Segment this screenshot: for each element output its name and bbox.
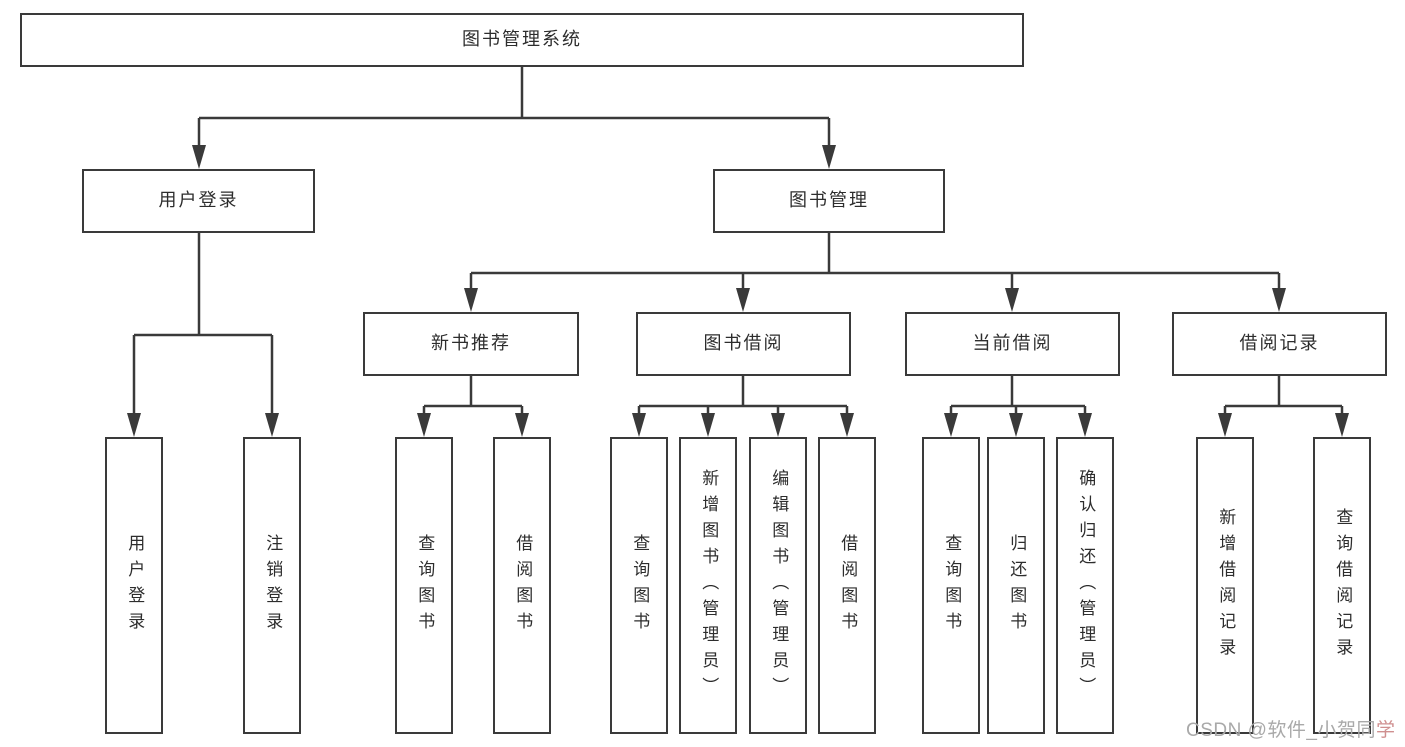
leaf-label: 新增借阅记录 — [1216, 507, 1236, 664]
leaf-label: 查询图书 — [942, 533, 962, 638]
leaf-label: 确认归还（管理员） — [1076, 468, 1096, 703]
watermark-text: CSDN @软件_小贺同 — [1186, 720, 1376, 741]
watermark: CSDN @软件_小贺同学 — [1186, 715, 1396, 742]
node-book-management: 图书管理 — [713, 169, 945, 233]
leaf-query-books-borrowing: 查询图书 — [610, 437, 668, 734]
leaf-add-books-admin: 新增图书（管理员） — [679, 437, 737, 734]
leaf-label: 用户登录 — [125, 533, 145, 638]
leaf-label: 归还图书 — [1007, 533, 1027, 638]
node-current-borrowing: 当前借阅 — [905, 312, 1120, 376]
leaf-edit-books-admin: 编辑图书（管理员） — [749, 437, 807, 734]
node-root: 图书管理系统 — [20, 13, 1024, 67]
leaf-label: 查询借阅记录 — [1333, 507, 1353, 664]
node-borrowing-records: 借阅记录 — [1172, 312, 1387, 376]
leaf-query-books-current: 查询图书 — [922, 437, 980, 734]
leaf-label: 查询图书 — [415, 533, 435, 638]
leaf-user-login: 用户登录 — [105, 437, 163, 734]
leaf-borrow-books-borrowing: 借阅图书 — [818, 437, 876, 734]
leaf-label: 编辑图书（管理员） — [769, 468, 789, 703]
leaf-add-borrow-record: 新增借阅记录 — [1196, 437, 1254, 734]
leaf-label: 新增图书（管理员） — [699, 468, 719, 703]
leaf-label: 注销登录 — [263, 533, 283, 638]
watermark-tail: 学 — [1375, 720, 1396, 741]
leaf-query-borrow-record: 查询借阅记录 — [1313, 437, 1371, 734]
leaf-confirm-return-admin: 确认归还（管理员） — [1056, 437, 1114, 734]
leaf-return-books: 归还图书 — [987, 437, 1045, 734]
leaf-logout: 注销登录 — [243, 437, 301, 734]
node-book-borrowing: 图书借阅 — [636, 312, 851, 376]
leaf-label: 借阅图书 — [513, 533, 533, 638]
leaf-label: 查询图书 — [630, 533, 650, 638]
leaf-borrow-books-newrec: 借阅图书 — [493, 437, 551, 734]
node-new-book-recommend: 新书推荐 — [363, 312, 579, 376]
node-user-login: 用户登录 — [82, 169, 315, 233]
leaf-query-books-newrec: 查询图书 — [395, 437, 453, 734]
leaf-label: 借阅图书 — [838, 533, 858, 638]
